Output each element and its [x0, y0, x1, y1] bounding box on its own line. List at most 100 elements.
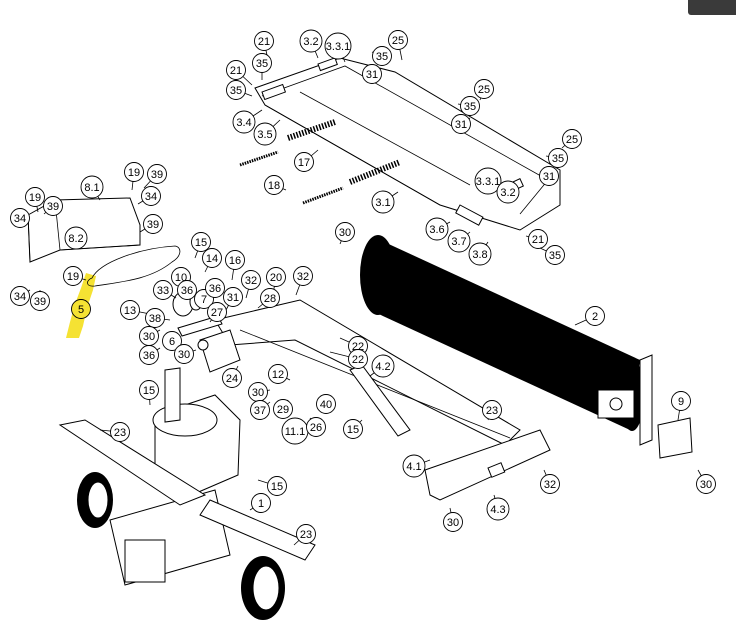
balloon-circle	[225, 250, 245, 270]
balloon-circle	[585, 306, 605, 326]
callout-balloon-5[interactable]: 5	[71, 299, 91, 319]
callout-balloon-39[interactable]: 39	[143, 164, 167, 189]
callout-balloon-31[interactable]: 31	[223, 287, 243, 311]
callout-balloon-4-2[interactable]: 4.2	[369, 354, 395, 378]
callout-balloon-38[interactable]: 38	[145, 308, 171, 328]
callout-balloon-1[interactable]: 1	[249, 493, 271, 513]
balloon-label: 23	[114, 427, 126, 439]
balloon-label: 25	[392, 35, 404, 47]
callout-balloon-12[interactable]: 12	[268, 364, 291, 384]
callout-balloon-35[interactable]: 35	[539, 245, 565, 265]
callout-balloon-21[interactable]: 21	[525, 229, 548, 249]
callout-balloon-3-3-1[interactable]: 3.3.1	[324, 32, 352, 63]
callout-balloon-25[interactable]: 25	[561, 129, 582, 149]
callout-balloon-35[interactable]: 35	[252, 53, 272, 81]
callout-balloon-15[interactable]: 15	[343, 419, 363, 439]
balloon-label: 31	[366, 69, 378, 81]
callout-balloon-19[interactable]: 19	[25, 187, 45, 213]
callout-balloon-31[interactable]: 31	[362, 64, 382, 84]
callout-balloon-8-2[interactable]: 8.2	[64, 226, 88, 250]
callout-balloon-26[interactable]: 26	[306, 417, 326, 437]
balloon-label: 36	[143, 350, 155, 362]
callout-balloon-25[interactable]: 25	[474, 79, 494, 101]
callout-balloon-30[interactable]: 30	[443, 507, 463, 532]
callout-balloon-3-7[interactable]: 3.7	[447, 229, 471, 253]
balloon-label: 1	[258, 498, 264, 510]
callout-balloon-29[interactable]: 29	[273, 399, 293, 419]
callout-balloon-28[interactable]: 28	[257, 288, 280, 309]
callout-balloon-30[interactable]: 30	[335, 222, 355, 245]
callout-balloon-4-3[interactable]: 4.3	[486, 494, 510, 521]
callout-balloon-39[interactable]: 39	[139, 214, 163, 234]
callout-balloon-9[interactable]: 9	[671, 391, 691, 421]
callout-balloon-3-5[interactable]: 3.5	[253, 119, 281, 146]
callout-balloon-18[interactable]: 18	[264, 175, 287, 195]
corner-menu-button[interactable]	[688, 0, 736, 15]
callout-balloon-3-1[interactable]: 3.1	[371, 190, 399, 214]
callout-balloon-3-2[interactable]: 3.2	[299, 29, 323, 59]
callout-balloon-15[interactable]: 15	[139, 380, 159, 406]
callout-balloon-11-1[interactable]: 11.1	[281, 417, 309, 445]
callout-balloon-34[interactable]: 34	[10, 208, 30, 228]
callout-balloon-2[interactable]: 2	[574, 306, 605, 326]
callout-balloon-32[interactable]: 32	[540, 469, 560, 494]
balloon-label: 30	[252, 387, 264, 399]
callout-balloon-22[interactable]: 22	[329, 349, 368, 369]
callout-balloon-25[interactable]: 25	[388, 30, 408, 61]
callout-balloon-6[interactable]: 6	[162, 331, 182, 351]
callout-balloon-23[interactable]: 23	[99, 422, 130, 442]
callout-balloon-3-2[interactable]: 3.2	[496, 180, 520, 204]
callout-balloon-30[interactable]: 30	[139, 326, 161, 346]
callout-balloon-35[interactable]: 35	[371, 46, 392, 66]
callout-balloon-19[interactable]: 19	[63, 266, 87, 286]
callout-balloon-8-1[interactable]: 8.1	[80, 175, 104, 201]
callout-balloon-14[interactable]: 14	[202, 248, 222, 273]
callout-balloon-36[interactable]: 36	[177, 280, 197, 301]
callout-balloon-20[interactable]: 20	[266, 267, 286, 301]
balloon-label: 39	[147, 219, 159, 231]
callout-balloon-36[interactable]: 36	[139, 345, 161, 365]
callout-balloon-23[interactable]: 23	[482, 400, 502, 421]
callout-balloon-37[interactable]: 37	[250, 400, 271, 420]
callout-balloon-31[interactable]: 31	[451, 114, 471, 134]
balloon-circle	[139, 345, 159, 365]
callout-balloon-30[interactable]: 30	[696, 469, 716, 494]
callout-balloon-32[interactable]: 32	[241, 270, 261, 299]
callout-balloon-17[interactable]: 17	[294, 149, 319, 172]
callout-balloon-33[interactable]: 33	[153, 280, 177, 300]
callout-balloon-34[interactable]: 34	[10, 286, 31, 306]
callout-balloon-13[interactable]: 13	[120, 300, 151, 320]
callout-balloon-3-3-1[interactable]: 3.3.1	[474, 167, 502, 195]
callout-balloon-4-1[interactable]: 4.1	[402, 454, 431, 478]
callout-balloon-35[interactable]: 35	[457, 96, 480, 116]
callout-balloon-39[interactable]: 39	[43, 196, 63, 216]
callout-balloon-3-8[interactable]: 3.8	[468, 241, 492, 266]
callout-balloon-3-6[interactable]: 3.6	[425, 217, 451, 241]
balloon-label: 21	[258, 36, 270, 48]
callout-balloon-15[interactable]: 15	[191, 232, 211, 259]
callout-balloon-30[interactable]: 30	[174, 344, 197, 364]
callout-balloon-35[interactable]: 35	[226, 80, 253, 100]
balloon-label: 12	[272, 369, 284, 381]
callout-balloon-27[interactable]: 27	[207, 302, 227, 323]
callout-balloon-16[interactable]: 16	[225, 250, 245, 281]
callout-balloon-21[interactable]: 21	[226, 60, 253, 86]
balloon-label: 15	[347, 424, 359, 436]
callout-balloon-30[interactable]: 30	[248, 382, 271, 402]
callout-balloon-39[interactable]: 39	[30, 290, 50, 311]
callout-balloon-35[interactable]: 35	[545, 148, 568, 168]
callout-balloon-23[interactable]: 23	[293, 524, 316, 546]
callout-balloon-32[interactable]: 32	[293, 266, 313, 296]
callout-balloon-15[interactable]: 15	[257, 476, 287, 496]
callout-balloon-34[interactable]: 34	[137, 186, 161, 206]
callout-balloon-40[interactable]: 40	[316, 394, 336, 414]
balloon-label: 27	[211, 307, 223, 319]
balloon-circle	[486, 497, 510, 521]
balloon-label: 29	[277, 404, 289, 416]
callout-balloon-3-4[interactable]: 3.4	[232, 109, 263, 134]
callout-balloon-36[interactable]: 36	[205, 278, 225, 298]
callout-balloon-24[interactable]: 24	[222, 365, 242, 388]
callout-balloon-19[interactable]: 19	[124, 162, 144, 191]
callout-balloon-31[interactable]: 31	[539, 166, 559, 186]
balloon-circle	[362, 64, 382, 84]
